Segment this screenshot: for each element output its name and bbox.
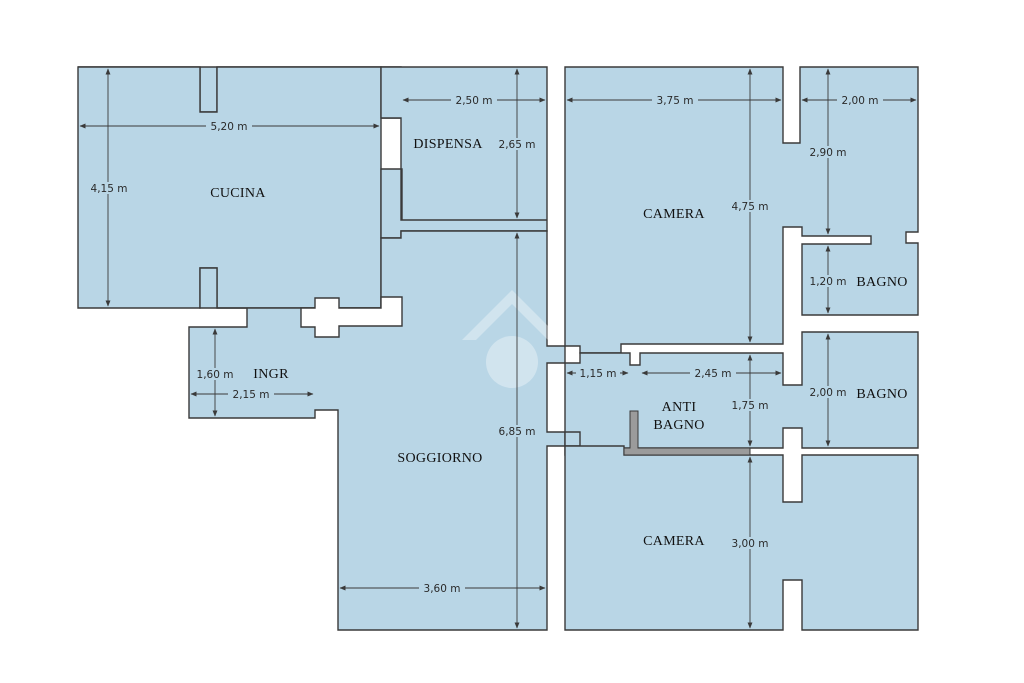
label-bagno-mid: BAGNO	[856, 387, 907, 402]
label-ingr: INGR	[253, 367, 289, 382]
dim-bagno-top-height-a: 2,90 m	[810, 147, 847, 159]
dim-corridor-width: 1,15 m	[580, 368, 617, 380]
dim-bagno-mid-height: 2,00 m	[810, 387, 847, 399]
dim-ingr-width: 2,15 m	[233, 389, 270, 401]
dim-soggiorno-width: 3,60 m	[424, 583, 461, 595]
label-cucina: CUCINA	[210, 186, 266, 201]
label-camera-bottom: CAMERA	[643, 534, 705, 549]
dim-dispensa-width: 2,50 m	[456, 95, 493, 107]
dim-camera-bottom-height: 3,00 m	[732, 538, 769, 550]
stair-cutout	[300, 296, 403, 338]
dim-cucina-width: 5,20 m	[211, 121, 248, 133]
dim-soggiorno-height: 6,85 m	[499, 426, 536, 438]
dim-cucina-height: 4,15 m	[91, 183, 128, 195]
label-camera-top: CAMERA	[643, 207, 705, 222]
room-dispensa	[380, 66, 548, 239]
dim-ingr-height: 1,60 m	[197, 369, 234, 381]
dim-bagno-top-height-b: 1,20 m	[810, 276, 847, 288]
watermark-logo-icon	[462, 290, 562, 388]
label-anti-bagno-line2: BAGNO	[653, 418, 704, 433]
label-bagno-top: BAGNO	[856, 275, 907, 290]
dim-anti-height: 1,75 m	[732, 400, 769, 412]
dim-anti-width: 2,45 m	[695, 368, 732, 380]
dim-camera-top-width: 3,75 m	[657, 95, 694, 107]
room-soggiorno	[188, 230, 566, 631]
dim-dispensa-height: 2,65 m	[499, 139, 536, 151]
label-anti-bagno-line1: ANTI	[662, 400, 697, 415]
anti-bagno-partition	[623, 410, 751, 456]
label-dispensa: DISPENSA	[413, 137, 483, 152]
dim-bagno-top-width: 2,00 m	[842, 95, 879, 107]
label-soggiorno: SOGGIORNO	[397, 451, 482, 466]
dim-camera-top-height: 4,75 m	[732, 201, 769, 213]
